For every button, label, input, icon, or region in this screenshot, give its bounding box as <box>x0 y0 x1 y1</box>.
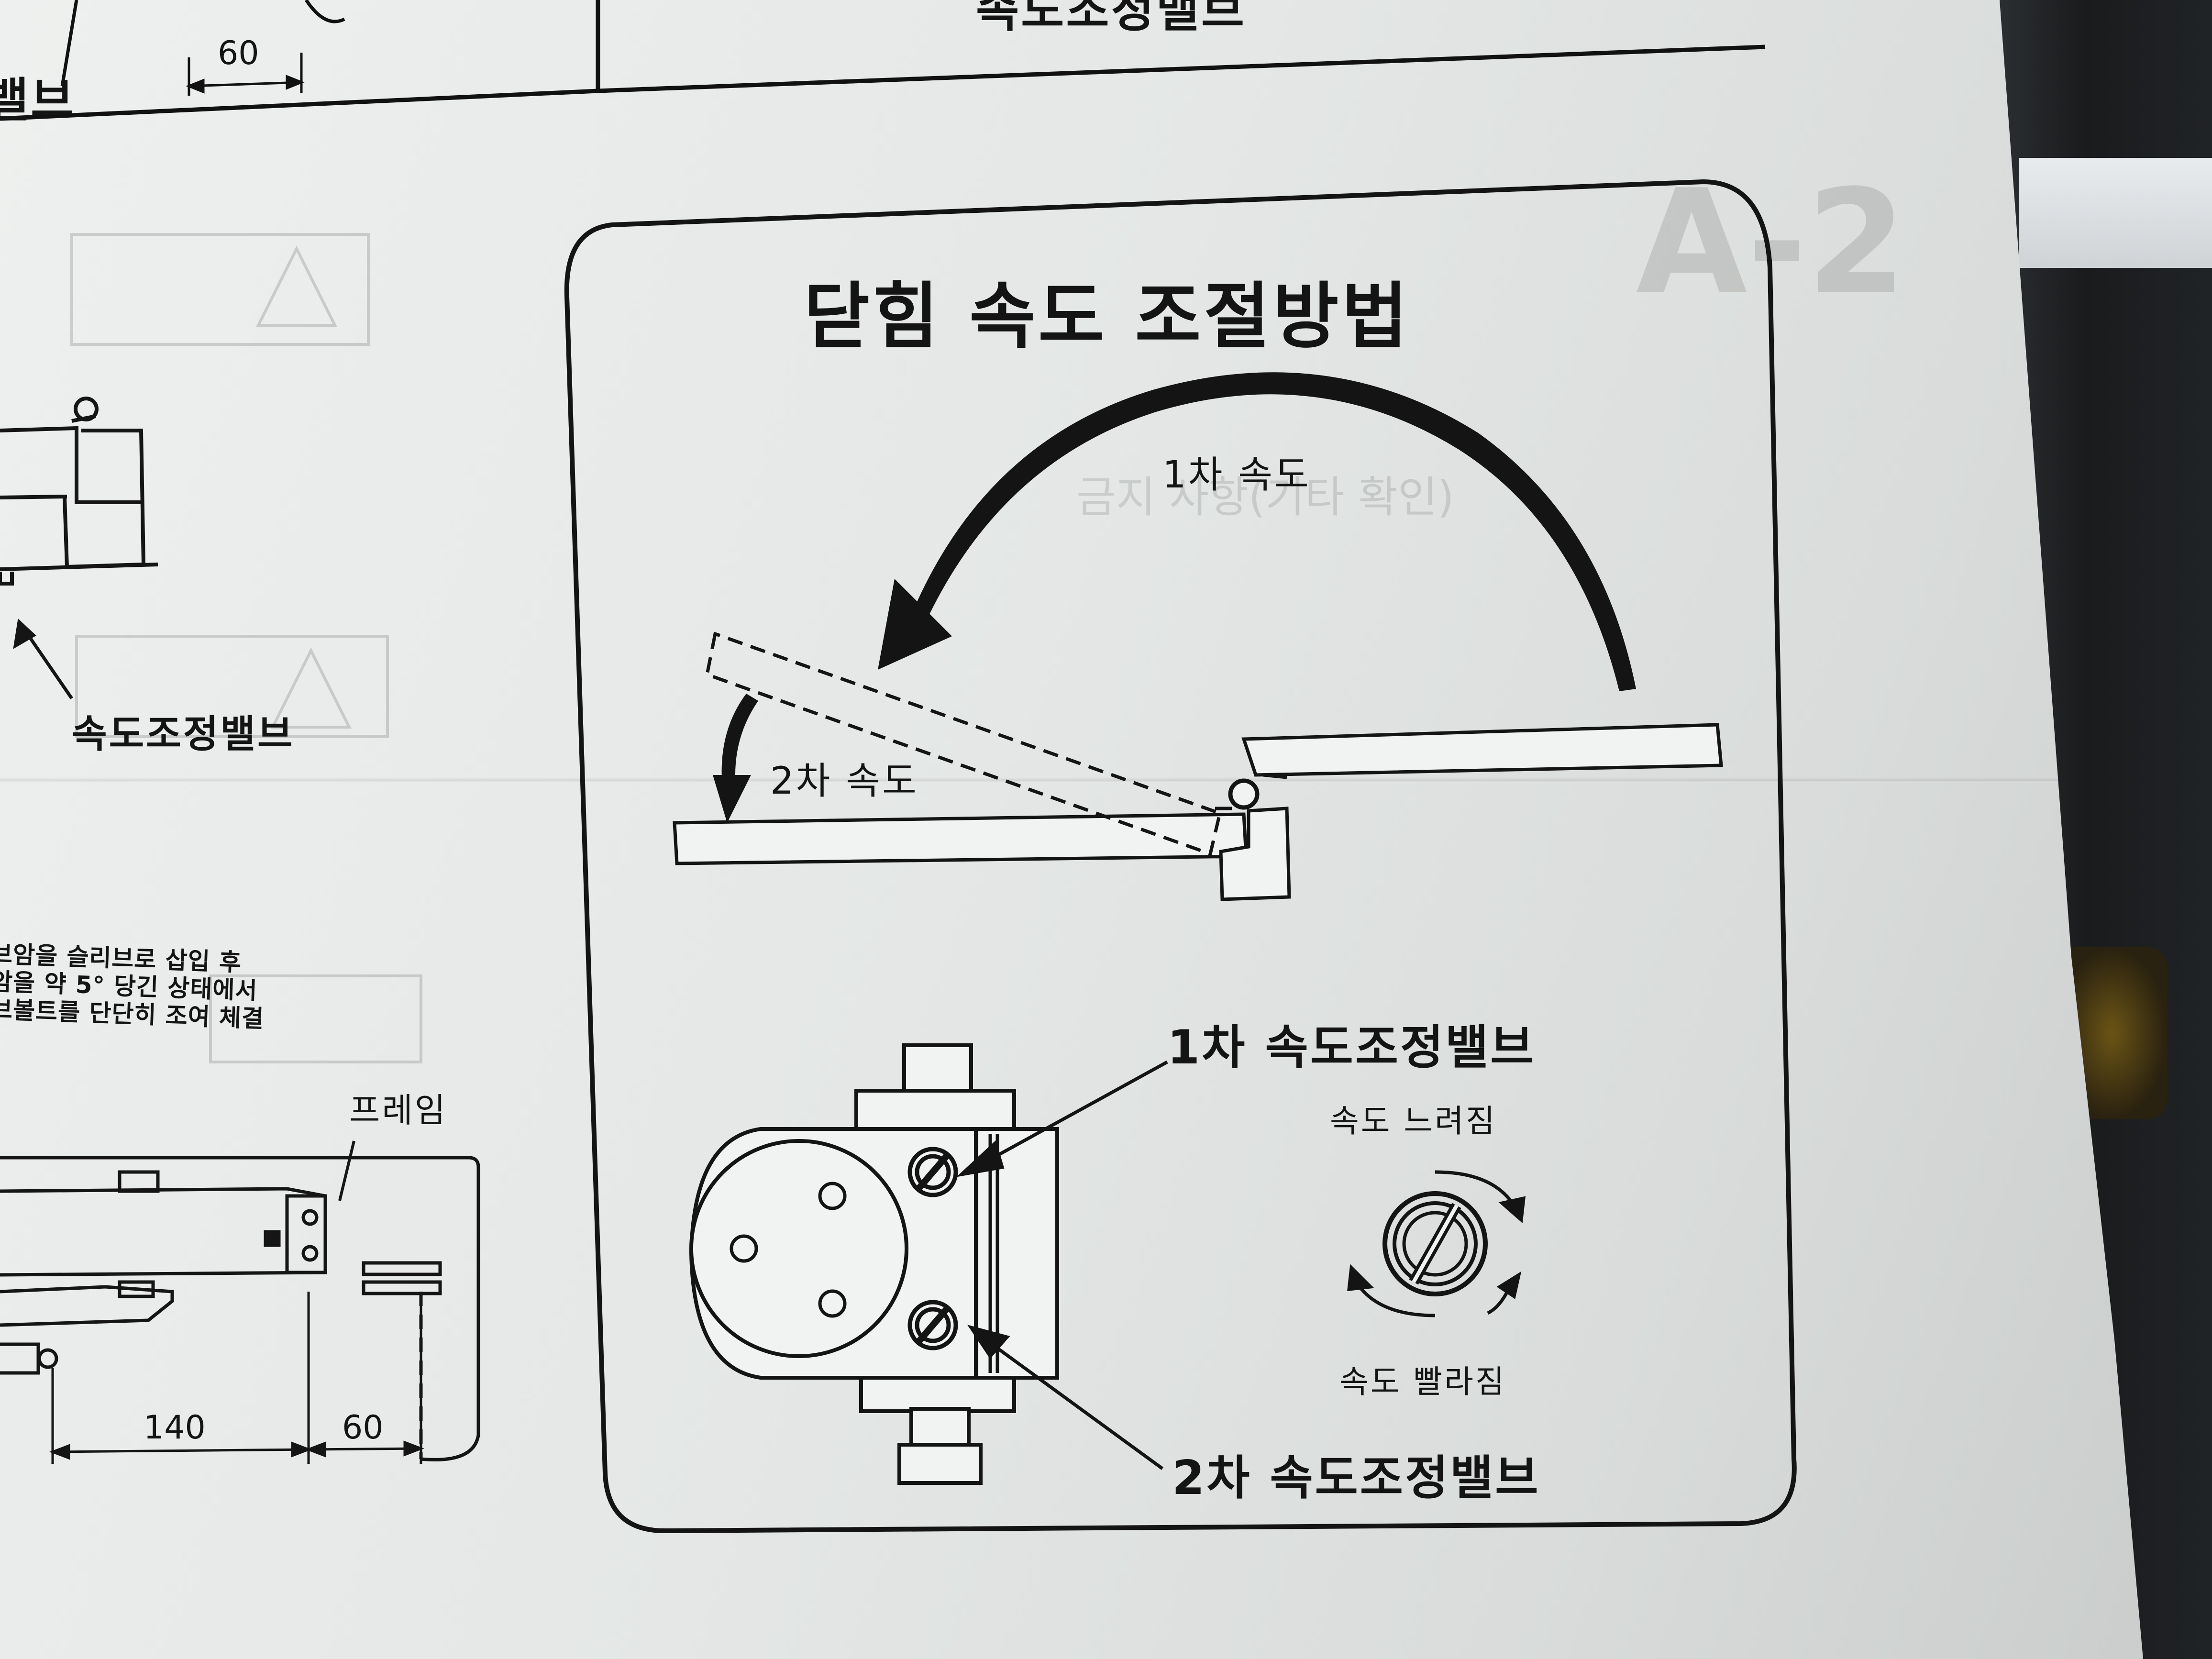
left-closer-sketch <box>0 397 158 586</box>
first-speed-arc <box>878 372 1636 691</box>
top-dimension-line <box>186 53 305 96</box>
show-through-marks: 금지 사항(기타 확인) A-2 <box>70 159 1906 1063</box>
top-right-label-fragment: 속도조정밸브 <box>976 0 1246 38</box>
left-valve-label: 속도조정밸브 <box>72 712 295 756</box>
second-valve-screw <box>907 1300 958 1350</box>
speed-panel-border <box>564 179 1797 1534</box>
top-table-lines <box>0 0 1766 121</box>
rotation-screw-icon <box>1382 1191 1488 1296</box>
paper-fold-line <box>0 777 2105 783</box>
dimension-b-label: 60 <box>342 1409 384 1447</box>
svg-text:금지 사항(기타 확인): 금지 사항(기타 확인) <box>1076 472 1454 522</box>
first-speed-label: 1차 속도 <box>1162 453 1311 497</box>
first-valve-screw <box>907 1147 958 1197</box>
frame-leader <box>338 1140 355 1201</box>
install-note: 브암을 슬리브로 삽입 후 암을 약 5° 당긴 상태에서 브볼트를 단단히 조… <box>0 940 265 1033</box>
dimension-a-label: 140 <box>144 1409 206 1447</box>
top-dimension-label: 60 <box>218 34 259 72</box>
closer-body-diagram <box>689 1043 1059 1485</box>
first-valve-label: 1차 속도조정밸브 <box>1167 1020 1536 1075</box>
frame-label: 프레임 <box>349 1091 448 1130</box>
slower-label: 속도 느려짐 <box>1330 1103 1497 1139</box>
second-valve-label: 2차 속도조정밸브 <box>1172 1451 1540 1505</box>
left-frame-drawing <box>0 1156 480 1461</box>
left-valve-arrow <box>13 618 73 699</box>
background-white-object <box>2019 158 2212 268</box>
second-speed-label: 2차 속도 <box>770 760 918 803</box>
second-speed-arc <box>713 694 758 823</box>
top-left-label-fragment: 밸브 <box>0 73 76 128</box>
rotation-arrows <box>1347 1170 1526 1317</box>
valve-leader-lines <box>956 1060 1168 1470</box>
door-diagram <box>673 631 1723 901</box>
closer-body-holes <box>730 1182 847 1318</box>
bottom-dimension-lines <box>49 1292 425 1464</box>
panel-title: 닫힘 속도 조절방법 <box>804 275 1411 358</box>
faster-label: 속도 빨라짐 <box>1339 1363 1506 1400</box>
